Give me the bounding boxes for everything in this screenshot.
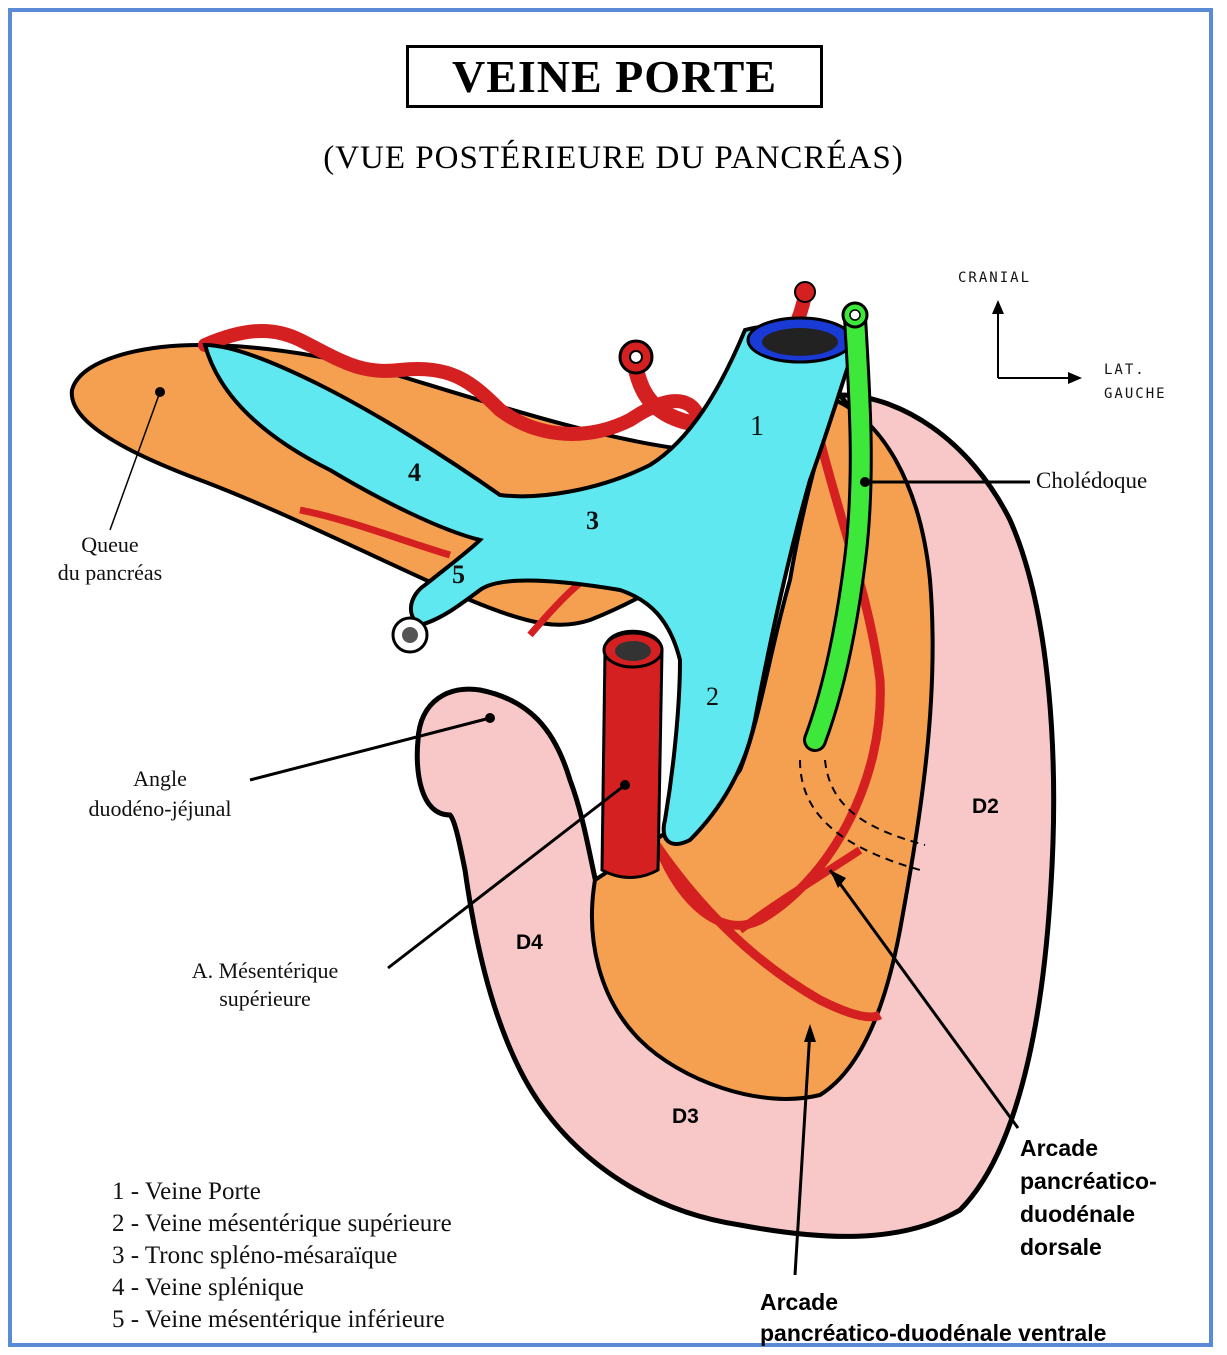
label-arcade-ventrale-2: pancréatico-duodénale ventrale — [760, 1318, 1106, 1348]
label-cranial: CRANIAL — [958, 270, 1031, 286]
dot-choledoque — [860, 477, 870, 487]
label-d3: D3 — [672, 1104, 699, 1130]
number-2: 2 — [706, 684, 719, 710]
inferior-mesenteric-lumen — [402, 627, 418, 643]
sma-lumen — [615, 641, 651, 661]
label-angle-line1: Angle — [100, 766, 220, 792]
legend-item-2: 2 - Veine mésentérique supérieure — [112, 1208, 452, 1240]
label-gauche: GAUCHE — [1104, 386, 1167, 402]
label-lat: LAT. — [1104, 362, 1146, 378]
label-arcade-dorsale-4: dorsale — [1020, 1231, 1102, 1264]
label-queue-line1: Queue — [50, 532, 170, 558]
label-arcade-dorsale-2: pancréatico- — [1020, 1165, 1157, 1198]
number-1: 1 — [750, 414, 764, 440]
label-angle-line2: duodéno-jéjunal — [50, 796, 270, 822]
legend-item-1: 1 - Veine Porte — [112, 1176, 452, 1208]
artery-cut-top — [795, 282, 815, 302]
dot-angle — [485, 713, 495, 723]
number-3: 3 — [586, 508, 599, 534]
bile-duct-lumen — [850, 310, 860, 320]
portal-vein-lumen — [762, 328, 838, 356]
artery-cut-upper-lumen — [630, 351, 642, 363]
axis-lateral-arrow — [1068, 372, 1082, 384]
legend-item-4: 4 - Veine splénique — [112, 1272, 452, 1304]
label-choledoque: Cholédoque — [1036, 468, 1147, 494]
axis-cranial-arrow — [992, 300, 1004, 314]
number-5: 5 — [452, 562, 465, 588]
dot-queue — [155, 387, 165, 397]
label-arcade-dorsale-3: duodénale — [1020, 1198, 1135, 1231]
label-d4: D4 — [516, 930, 543, 956]
legend: 1 - Veine Porte 2 - Veine mésentérique s… — [112, 1176, 452, 1336]
number-4: 4 — [408, 460, 421, 486]
label-queue-line2: du pancréas — [30, 560, 190, 586]
label-arcade-dorsale-1: Arcade — [1020, 1132, 1098, 1165]
label-d2: D2 — [972, 794, 999, 820]
label-arcade-ventrale-1: Arcade — [760, 1287, 838, 1317]
legend-item-3: 3 - Tronc spléno-mésaraïque — [112, 1240, 452, 1272]
label-ams-line1: A. Mésentérique — [150, 958, 380, 984]
dot-ams — [620, 780, 630, 790]
label-ams-line2: supérieure — [150, 986, 380, 1012]
legend-item-5: 5 - Veine mésentérique inférieure — [112, 1304, 452, 1336]
